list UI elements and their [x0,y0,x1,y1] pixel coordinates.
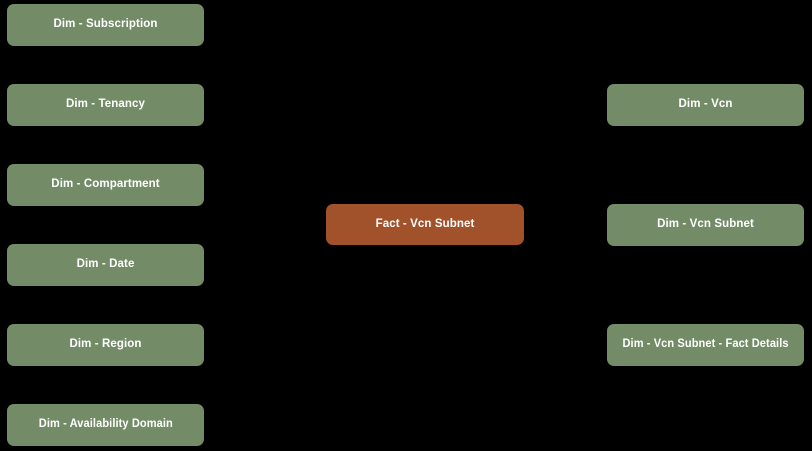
node-label: Dim - Tenancy [65,98,146,111]
node-dim-vcn[interactable]: Dim - Vcn [607,84,804,126]
node-dim-compartment[interactable]: Dim - Compartment [7,164,204,206]
node-label: Dim - Date [76,258,135,271]
node-dim-subscription[interactable]: Dim - Subscription [7,4,204,46]
node-label: Dim - Vcn [678,98,733,111]
node-label: Dim - Availability Domain [38,418,173,431]
node-fact-vcn-subnet[interactable]: Fact - Vcn Subnet [326,204,524,245]
node-label: Dim - Region [69,338,142,351]
node-dim-vcn-subnet-fact-details[interactable]: Dim - Vcn Subnet - Fact Details [607,324,804,366]
node-dim-tenancy[interactable]: Dim - Tenancy [7,84,204,126]
node-label: Fact - Vcn Subnet [375,217,475,230]
node-label: Dim - Compartment [51,178,160,191]
node-dim-date[interactable]: Dim - Date [7,244,204,286]
node-label: Dim - Subscription [53,18,158,31]
node-dim-region[interactable]: Dim - Region [7,324,204,366]
node-label: Dim - Vcn Subnet - Fact Details [622,338,789,351]
node-label: Dim - Vcn Subnet [657,218,754,231]
node-dim-vcn-subnet[interactable]: Dim - Vcn Subnet [607,204,804,246]
node-dim-availability-domain[interactable]: Dim - Availability Domain [7,404,204,446]
